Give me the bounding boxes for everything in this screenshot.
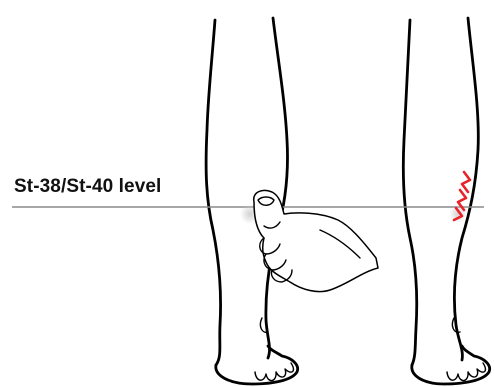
pain-point-glow [449,205,467,223]
right-leg [403,18,489,384]
left-leg-inner-contour [266,18,288,358]
right-foot [412,346,490,384]
thumb-pressure-icon [254,190,378,291]
right-leg-outer-contour [403,20,417,365]
level-label: St-38/St-40 level [14,176,161,198]
left-leg [206,18,298,384]
left-leg-outer-contour [206,20,221,365]
